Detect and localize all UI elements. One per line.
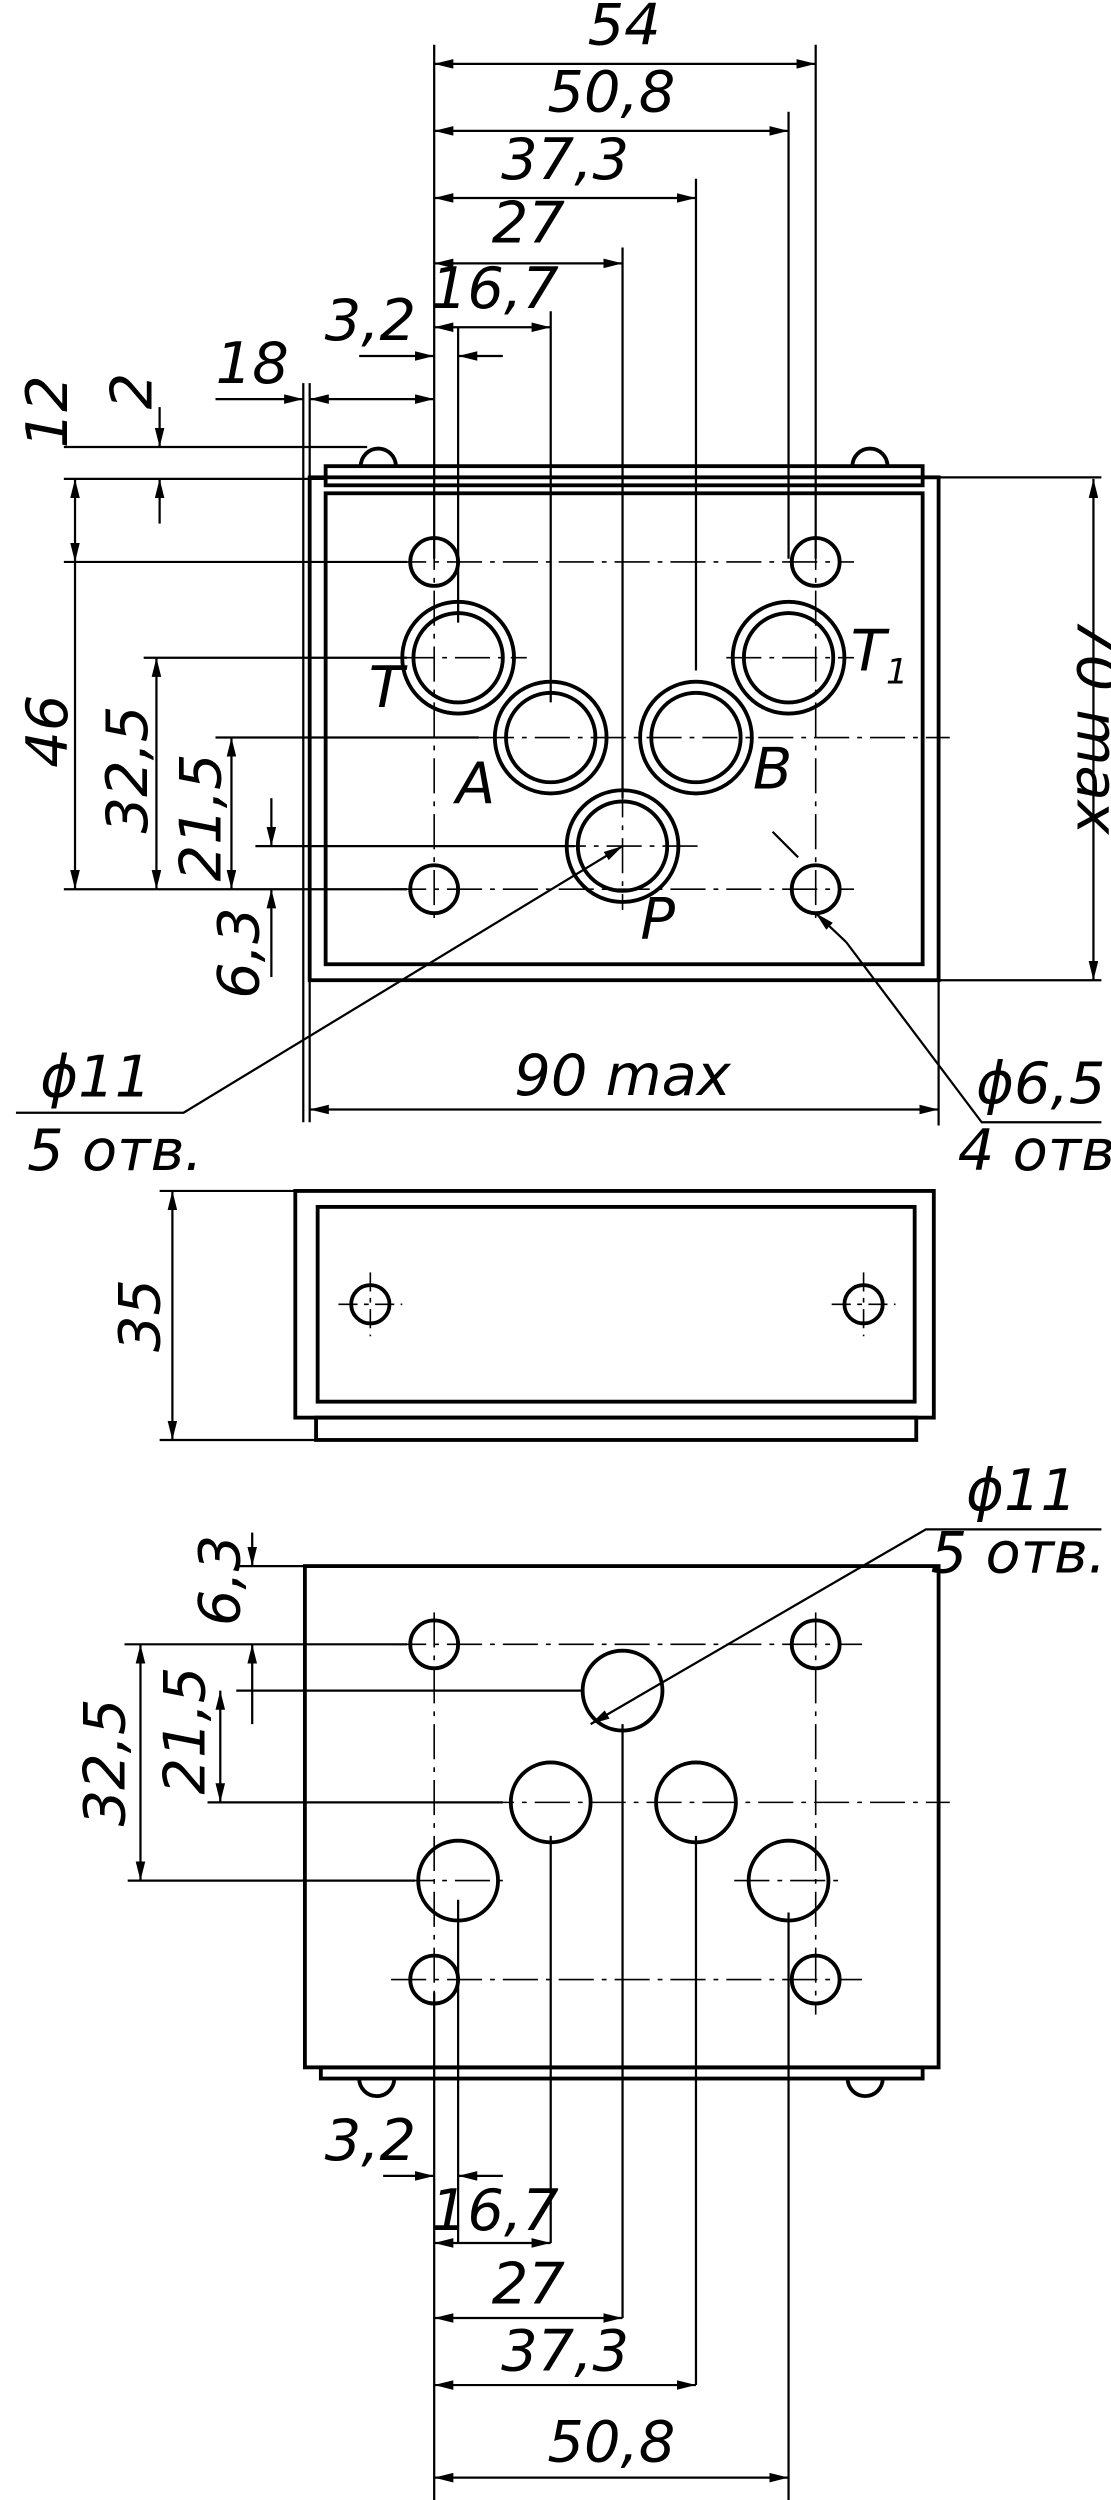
dim-54: 54: [588, 0, 661, 59]
dim-bottom-16-7: 16,7: [431, 2177, 559, 2244]
callout-bottom-hole-dia: ϕ11: [966, 1457, 1077, 1524]
port-t-hole: [400, 599, 516, 716]
top-view: [15, 44, 1102, 1126]
port-label-a: A: [452, 750, 495, 817]
callout-hole-large-count: 5 отв.: [27, 1117, 203, 1184]
dim-bottom-27: 27: [492, 2251, 566, 2318]
bottom-view-labels: ϕ11 5 отв. 6,3 21,5 32,5 3,2 16,7 27 37,…: [72, 1457, 1107, 2475]
port-label-t1-letter: T: [851, 617, 890, 684]
top-center-lines: [391, 534, 950, 923]
dim-37-3: 37,3: [501, 126, 629, 193]
dim-18: 18: [216, 330, 289, 397]
dim-70-max: 70 max: [1063, 618, 1111, 836]
side-view: [159, 1189, 936, 1442]
side-holes: [349, 1283, 885, 1326]
port-a-hole: [492, 679, 609, 796]
port-label-b: B: [753, 736, 792, 803]
dim-bottom-21-5: 21,5: [151, 1667, 218, 1795]
dim-90-max: 90 max: [514, 1042, 732, 1109]
dim-bottom-3-2: 3,2: [325, 2107, 416, 2174]
top-small-holes: [408, 536, 842, 916]
top-body: [307, 464, 941, 983]
dim-3-2: 3,2: [325, 287, 416, 354]
dim-21-5: 21,5: [167, 753, 234, 881]
callout-bottom-hole-count: 5 отв.: [931, 1519, 1107, 1586]
top-pin-holes: [358, 446, 890, 467]
port-label-t1: T1: [851, 617, 908, 692]
dim-50-8: 50,8: [547, 59, 675, 126]
callout-hole-large-dia: ϕ11: [40, 1044, 151, 1111]
dim-6-3: 6,3: [206, 907, 273, 998]
dim-32-5: 32,5: [94, 706, 161, 834]
dim-27: 27: [492, 190, 566, 257]
dim-bottom-37-3: 37,3: [501, 2318, 629, 2385]
dim-12: 12: [14, 375, 81, 448]
dim-bottom-6-3: 6,3: [186, 1535, 253, 1626]
top-leaders: [15, 830, 1102, 1124]
top-extension-lines: [63, 44, 1102, 1126]
dim-35: 35: [107, 1279, 174, 1352]
top-view-labels: 54 50,8 37,3 27 16,7 3,2 18 12 2 46 32,5…: [14, 0, 1111, 1184]
dim-2: 2: [99, 373, 166, 410]
port-label-t: T: [369, 654, 408, 721]
bottom-view: [124, 1528, 1102, 2500]
top-dimension-lines: [70, 59, 1099, 1115]
port-label-t1-sub: 1: [886, 651, 908, 692]
dim-46: 46: [14, 695, 81, 768]
port-b-hole: [638, 679, 754, 796]
bottom-holes: [408, 1618, 842, 2006]
dim-bottom-50-8: 50,8: [547, 2409, 675, 2476]
port-p-hole: [564, 788, 681, 904]
bottom-body: [302, 1564, 941, 2099]
port-label-p: P: [640, 886, 675, 953]
top-port-holes: [400, 599, 847, 904]
side-view-labels: 35: [107, 1279, 174, 1352]
side-body: [293, 1189, 936, 1442]
dim-16-7: 16,7: [431, 255, 559, 322]
dim-bottom-32-5: 32,5: [72, 1698, 139, 1826]
port-t1-hole: [730, 599, 847, 716]
callout-hole-small-dia: ϕ6,5: [976, 1050, 1105, 1117]
callout-hole-small-count: 4 отв.: [958, 1117, 1111, 1184]
